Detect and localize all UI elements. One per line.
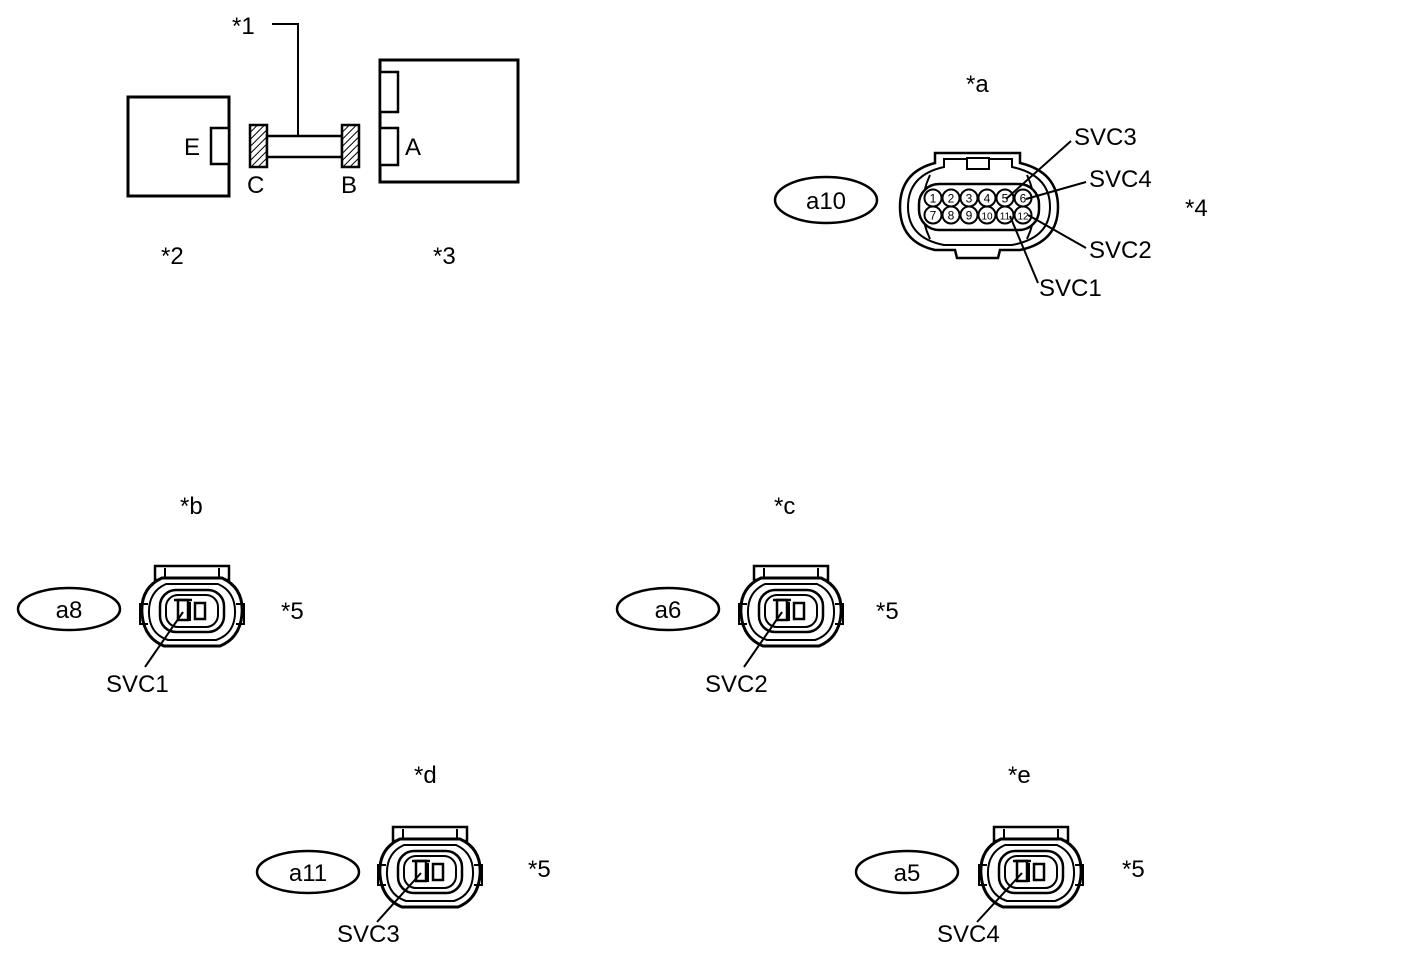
connector-2-pin-housing (377, 825, 483, 909)
pin-8-label: 8 (948, 209, 955, 223)
svc1-leader (1009, 215, 1039, 284)
pin-12-label: 12 (1017, 212, 1029, 223)
callout-3-label: *3 (433, 243, 456, 270)
connector-id-label: a10 (806, 188, 846, 215)
svc1-label: SVC1 (1039, 275, 1102, 302)
svc2-leader (1027, 214, 1087, 249)
connector-2-pin-housing (738, 564, 844, 648)
connector-id-oval (854, 849, 960, 895)
pin-11-label: 11 (1000, 212, 1011, 223)
connector-id-label: a6 (655, 597, 682, 624)
svc3-label: SVC3 (1074, 124, 1137, 151)
svc3-leader (1005, 140, 1072, 200)
terminal-label: SVC2 (705, 671, 768, 698)
connector-id-label: a8 (56, 597, 83, 624)
connector-e-slot (209, 126, 231, 166)
connector-id-oval (255, 849, 361, 895)
terminal-leader (376, 872, 422, 923)
pin-5-label: 5 (1002, 192, 1009, 206)
terminal-2-cavity (193, 601, 207, 621)
pin-6-label: 6 (1020, 192, 1027, 206)
connector-a-label: A (405, 134, 421, 161)
terminal-label: SVC3 (337, 921, 400, 948)
svc4-label: SVC4 (1089, 166, 1152, 193)
connector-id-oval (773, 175, 879, 225)
svc2-label: SVC2 (1089, 237, 1152, 264)
callout-5-label: *5 (1122, 856, 1145, 883)
callout-2-label: *2 (161, 243, 184, 270)
pin-9-label: 9 (966, 209, 973, 223)
pin-10-label: 10 (981, 212, 993, 223)
connector-2-pin-housing (139, 564, 245, 648)
pin-1-label: 1 (930, 192, 937, 206)
callout-5-label: *5 (528, 856, 551, 883)
callout-a-label: *a (966, 71, 989, 98)
pin-2-label: 2 (948, 192, 955, 206)
callout-1-label: *1 (232, 13, 255, 40)
connector-e-label: E (184, 134, 200, 161)
svc4-leader (1025, 181, 1087, 200)
pin-12-circle (1013, 205, 1033, 225)
connector-id-label: a11 (289, 860, 327, 887)
connector-b-label: B (341, 172, 357, 199)
pin-4-label: 4 (984, 192, 991, 206)
harness-wire (265, 134, 344, 159)
callout-5-label: *5 (876, 598, 899, 625)
terminal-label: SVC1 (106, 671, 169, 698)
connector-a-slot (378, 126, 400, 167)
connector-id-label: a5 (894, 860, 921, 887)
terminal-leader (976, 872, 1023, 923)
callout-4-label: *4 (1185, 195, 1208, 222)
harness-connector-c (248, 123, 269, 169)
overview-diagram: *1 E C B A *2 *3 (126, 13, 520, 270)
connector-id-oval (16, 586, 122, 632)
terminal-leader (144, 611, 184, 668)
unit-3-box (378, 58, 520, 184)
connector-2-pin-housing (978, 825, 1084, 909)
pin-3-label: 3 (966, 192, 973, 206)
connector-c-label: C (247, 172, 264, 199)
terminal-2-cavity (1032, 862, 1046, 882)
harness-connector-b (340, 123, 361, 169)
connector-12-pin-housing (898, 151, 1060, 260)
callout-1-leader (272, 23, 299, 136)
pin-7-label: 7 (930, 209, 937, 223)
terminal-leader (743, 611, 783, 668)
callout-c-label: *c (774, 493, 795, 520)
terminal-label: SVC4 (937, 921, 1000, 948)
connector-id-oval (615, 586, 721, 632)
callout-d-label: *d (414, 762, 437, 789)
callout-b-label: *b (180, 493, 203, 520)
terminal-2-cavity (792, 601, 806, 621)
callout-5-label: *5 (281, 598, 304, 625)
unit-3-upper-slot (378, 70, 400, 114)
callout-e-label: *e (1008, 762, 1031, 789)
terminal-2-cavity (431, 862, 445, 882)
